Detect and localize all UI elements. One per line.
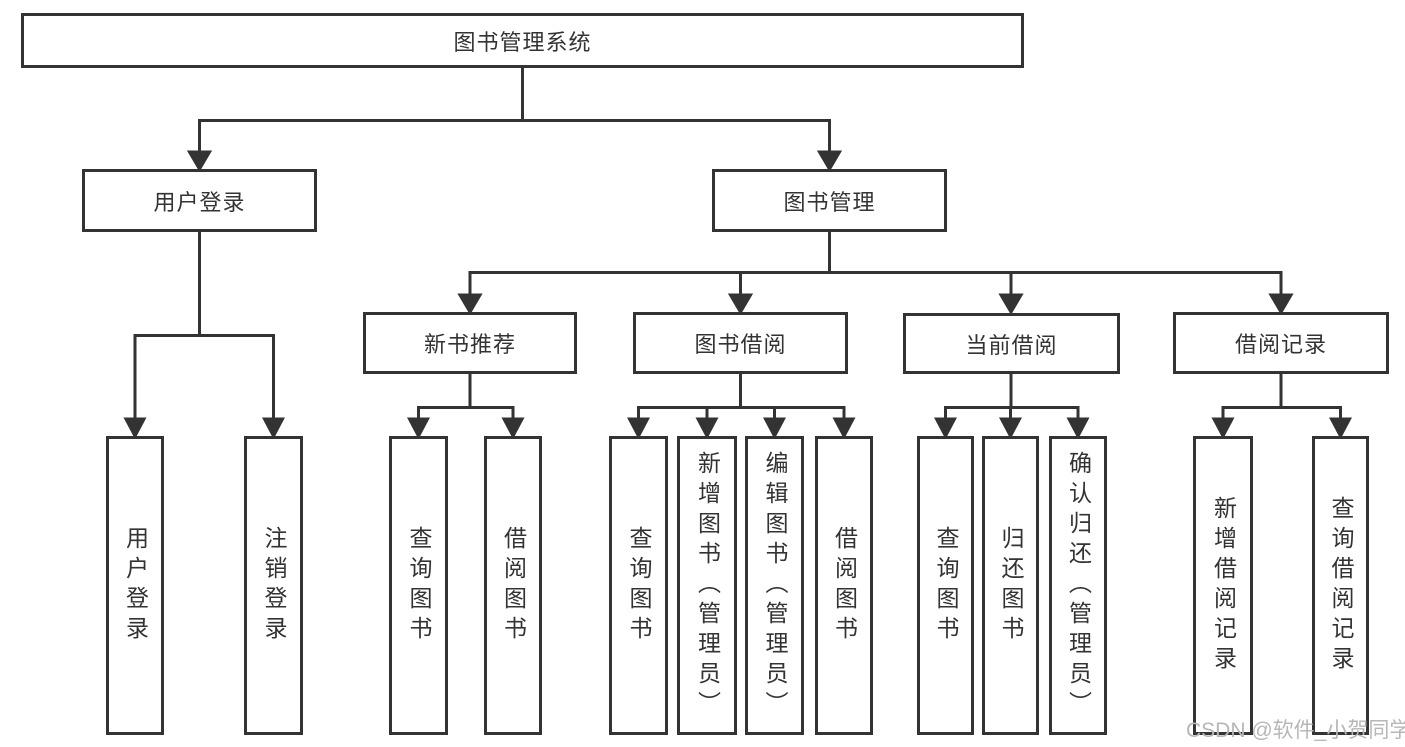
- connector-user-login-to-leaves: [123, 232, 285, 440]
- node-leaf-cb-return: 归还图书: [982, 436, 1039, 735]
- node-leaf-bb-edit-label: 编辑图书（管理员）: [762, 450, 788, 721]
- node-leaf-logout: 注销登录: [244, 436, 303, 735]
- node-new-book-rec-label: 新书推荐: [423, 332, 516, 357]
- node-leaf-user-login-label: 用户登录: [122, 525, 149, 646]
- node-leaf-br-add-label: 新增借阅记录: [1210, 495, 1237, 676]
- node-leaf-user-login: 用户登录: [106, 436, 164, 735]
- node-leaf-cb-return-label: 归还图书: [998, 525, 1024, 646]
- connector-borrow-records-to-leaves: [1211, 374, 1352, 440]
- node-root: 图书管理系统: [21, 13, 1024, 68]
- node-user-login: 用户登录: [82, 169, 317, 232]
- connector-new-book-rec-to-leaves: [407, 374, 525, 440]
- connector-current-borrow-to-leaves: [934, 374, 1090, 440]
- node-leaf-bb-search: 查询图书: [609, 436, 668, 735]
- csdn-watermark: CSDN @软件_小贺同学: [1186, 719, 1405, 742]
- node-leaf-cb-confirm: 确认归还（管理员）: [1049, 436, 1107, 735]
- node-leaf-cb-search-label: 查询图书: [933, 525, 959, 646]
- node-leaf-nb-borrow: 借阅图书: [484, 436, 542, 735]
- connector-book-mgmt-to-level3: [457, 232, 1294, 315]
- node-leaf-br-add: 新增借阅记录: [1193, 436, 1253, 735]
- node-new-book-rec: 新书推荐: [363, 312, 577, 374]
- node-current-borrow: 当前借阅: [903, 313, 1120, 374]
- node-leaf-bb-search-label: 查询图书: [626, 525, 652, 646]
- connector-book-borrow-to-leaves: [627, 374, 856, 440]
- node-book-borrow: 图书借阅: [633, 312, 848, 374]
- node-book-mgmt: 图书管理: [712, 169, 947, 232]
- node-leaf-nb-search-label: 查询图书: [406, 525, 432, 646]
- node-current-borrow-label: 当前借阅: [965, 332, 1058, 358]
- node-leaf-cb-search: 查询图书: [917, 436, 974, 735]
- node-borrow-records: 借阅记录: [1173, 312, 1389, 374]
- node-leaf-bb-borrow: 借阅图书: [815, 436, 873, 735]
- node-root-label: 图书管理系统: [453, 29, 592, 55]
- node-book-borrow-label: 图书借阅: [694, 332, 787, 357]
- node-leaf-nb-search: 查询图书: [389, 436, 448, 735]
- node-leaf-br-search: 查询借阅记录: [1312, 436, 1369, 735]
- node-leaf-nb-borrow-label: 借阅图书: [500, 525, 527, 646]
- node-leaf-bb-add: 新增图书（管理员）: [677, 436, 737, 735]
- node-borrow-records-label: 借阅记录: [1234, 332, 1327, 357]
- node-leaf-bb-add-label: 新增图书（管理员）: [694, 450, 721, 721]
- node-book-mgmt-label: 图书管理: [783, 189, 876, 215]
- node-user-login-label: 用户登录: [153, 189, 246, 215]
- node-leaf-br-search-label: 查询借阅记录: [1328, 495, 1354, 676]
- node-leaf-bb-edit: 编辑图书（管理员）: [745, 436, 804, 735]
- node-leaf-bb-borrow-label: 借阅图书: [831, 525, 858, 646]
- node-leaf-logout-label: 注销登录: [261, 525, 287, 646]
- node-leaf-cb-confirm-label: 确认归还（管理员）: [1065, 450, 1092, 721]
- connector-root-to-level2: [186, 68, 843, 172]
